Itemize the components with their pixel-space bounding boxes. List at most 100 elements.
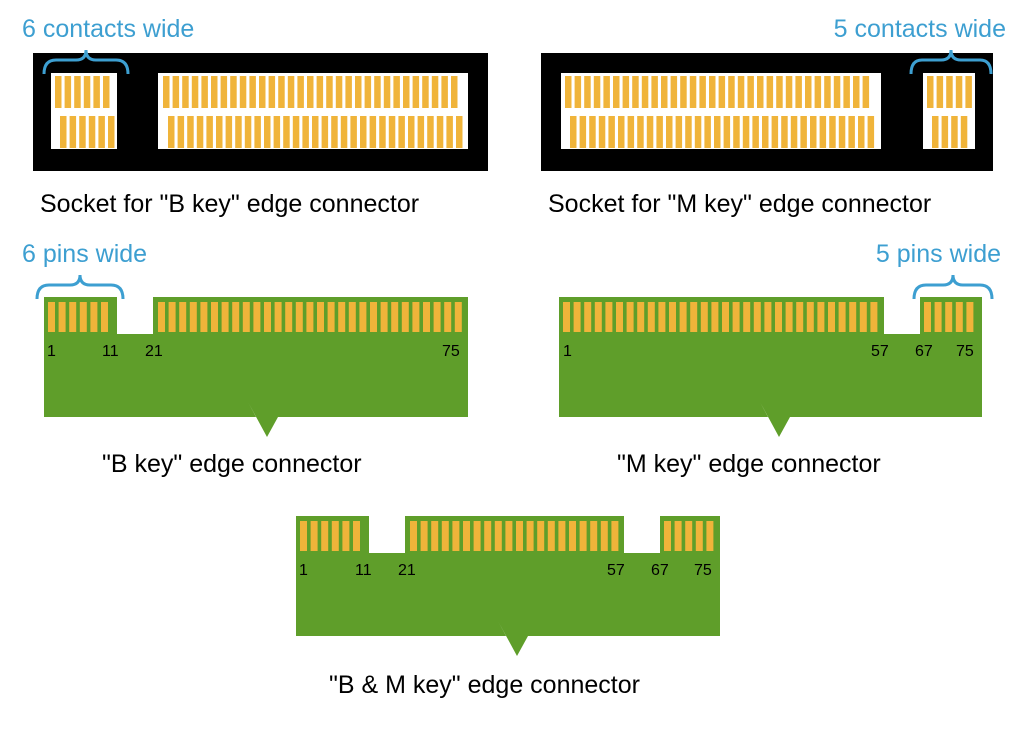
socket-contact [709, 76, 716, 108]
socket-contact [737, 76, 745, 108]
socket-contact [941, 116, 949, 148]
socket-contact [398, 116, 405, 148]
socket-contact [206, 116, 213, 148]
edge-pin [775, 302, 782, 332]
socket-contact [249, 76, 256, 108]
edge-pin [200, 302, 208, 332]
edge-pin [732, 302, 740, 332]
card-bm-caption: "B & M key" edge connector [329, 671, 640, 699]
socket-contact [829, 116, 836, 148]
socket-contact [364, 76, 372, 108]
edge-pin [48, 302, 55, 332]
socket-contact [838, 116, 846, 148]
socket-contact [641, 76, 649, 108]
socket-contact [292, 116, 300, 148]
socket-contact [603, 76, 610, 108]
card-bm-pin-label-57: 57 [607, 562, 625, 579]
card-b-caption: "B key" edge connector [102, 450, 362, 478]
card-m-pin-label-67: 67 [915, 343, 933, 360]
edge-pin [90, 302, 98, 332]
socket-contact [810, 116, 817, 148]
card-m-pins [563, 302, 974, 332]
socket-contact [675, 116, 683, 148]
socket-contact [833, 76, 841, 108]
socket-contact [752, 116, 759, 148]
edge-pin [242, 302, 250, 332]
socket-contact [422, 76, 429, 108]
card-b-pin-label-11: 11 [102, 343, 119, 360]
socket-contact [960, 116, 968, 148]
edge-pin [611, 521, 619, 551]
socket-contact [239, 76, 247, 108]
socket-contact [321, 116, 329, 148]
edge-pin [359, 302, 367, 332]
edge-pin [706, 521, 714, 551]
brace-icon [42, 49, 130, 75]
socket-contact [680, 76, 687, 108]
edge-pin [221, 302, 229, 332]
socket-contact [220, 76, 228, 108]
card-bm-pin-label-11: 11 [355, 562, 372, 579]
edge-pin [838, 302, 846, 332]
edge-pin [274, 302, 282, 332]
edge-pin [211, 302, 218, 332]
edge-pin [441, 521, 449, 551]
edge-pin [444, 302, 452, 332]
edge-pin [158, 302, 165, 332]
socket-contact [374, 76, 381, 108]
socket-contact [312, 116, 319, 148]
socket-contact [785, 76, 793, 108]
edge-pin [600, 521, 608, 551]
edge-pin [264, 302, 271, 332]
edge-pin [605, 302, 613, 332]
socket-contact [451, 76, 458, 108]
socket-b-caption: Socket for "B key" edge connector [40, 190, 419, 218]
edge-pin [317, 302, 324, 332]
edge-pin [616, 302, 623, 332]
socket-contact [172, 76, 180, 108]
socket-contact [728, 76, 735, 108]
socket-contact [326, 76, 333, 108]
card-bm-pins [300, 521, 714, 551]
socket-contact [74, 76, 81, 108]
socket-contact [345, 76, 352, 108]
socket-contact [627, 116, 635, 148]
socket-contact [355, 76, 362, 108]
socket-b-note: 6 contacts wide [22, 15, 194, 75]
edge-pin [412, 302, 420, 332]
edge-pin [966, 302, 974, 332]
socket-contact [331, 116, 338, 148]
socket-contact [632, 76, 639, 108]
socket-m-note-text: 5 contacts wide [834, 15, 1006, 43]
edge-pin [626, 302, 634, 332]
edge-pin [674, 521, 682, 551]
edge-pin [584, 302, 592, 332]
socket-m-note: 5 contacts wide [834, 15, 1006, 75]
edge-pin [300, 521, 307, 551]
socket-contact [60, 116, 67, 148]
socket-contact [618, 116, 625, 148]
socket-contact [853, 76, 860, 108]
socket-contact [211, 76, 218, 108]
socket-contact [685, 116, 692, 148]
socket-contact [427, 116, 434, 148]
socket-contact [388, 116, 396, 148]
socket-contact [656, 116, 663, 148]
edge-pin [753, 302, 761, 332]
edge-pin [658, 302, 666, 332]
socket-contact [316, 76, 324, 108]
socket-contact [651, 76, 658, 108]
socket-contact [800, 116, 807, 148]
socket-contact [762, 116, 769, 148]
edge-pin [828, 302, 835, 332]
edge-pin [870, 302, 878, 332]
edge-pin [711, 302, 719, 332]
edge-pin [179, 302, 187, 332]
socket-contact [858, 116, 865, 148]
socket-contact [946, 76, 953, 108]
edge-pin [785, 302, 793, 332]
edge-pin [526, 521, 534, 551]
socket-contact [163, 76, 170, 108]
card-bm: 1 11 21 57 67 75 [296, 516, 720, 656]
card-bm-pin-label-1: 1 [299, 562, 308, 579]
